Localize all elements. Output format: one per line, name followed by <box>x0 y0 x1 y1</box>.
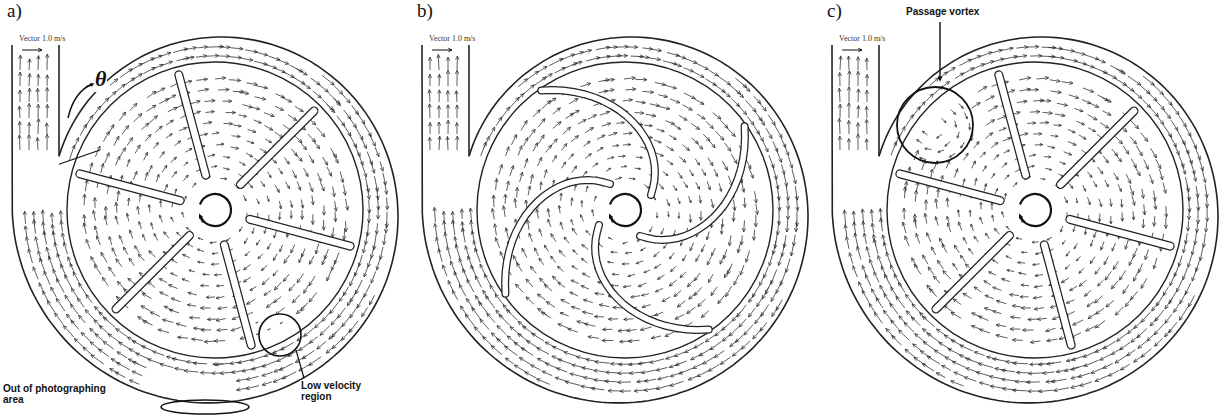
straight-blade <box>1044 245 1071 345</box>
callout-arrow <box>938 22 941 80</box>
straight-blade <box>179 75 206 175</box>
excluded-area-ellipse <box>161 400 249 414</box>
pipe-wall <box>878 45 880 156</box>
velocity-vectors <box>18 45 389 391</box>
callout-text: Out of photographing area <box>2 383 116 405</box>
straight-blade-fill <box>936 236 1010 310</box>
callout-text: Low velocity region <box>300 380 384 402</box>
straight-blade-fill <box>999 75 1026 175</box>
panel-letter: c) <box>826 0 843 22</box>
straight-blade-fill <box>224 245 251 345</box>
rotation-arrow <box>200 194 231 226</box>
rotation-arrow <box>610 194 641 226</box>
curved-blade <box>541 90 655 195</box>
straight-blade <box>999 75 1026 175</box>
curved-blade-fill <box>595 225 709 330</box>
straight-blade <box>1061 111 1135 185</box>
straight-blade-fill <box>900 174 1000 201</box>
rotation-arrow <box>1020 194 1051 226</box>
scale-label: Vector 1.0 m/s <box>838 34 886 43</box>
pump-illustration <box>410 0 820 417</box>
rotation-arrowhead <box>610 216 613 222</box>
straight-blade-fill <box>250 219 350 246</box>
straight-blade <box>241 111 315 185</box>
impeller-outline <box>67 62 363 358</box>
pipe-wall <box>58 45 60 156</box>
straight-blade <box>900 174 1000 201</box>
angle-symbol: θ <box>94 66 107 92</box>
straight-blade <box>224 245 251 345</box>
scale-arrow <box>432 48 452 51</box>
rotation-arrowhead <box>200 216 203 222</box>
impeller-outline <box>477 62 773 358</box>
pump-illustration <box>820 0 1220 417</box>
rotation-arrowhead <box>1020 216 1023 222</box>
callout-text: Passage vortex <box>905 6 980 17</box>
low-velocity-circle <box>259 314 301 356</box>
straight-blade-fill <box>80 174 180 201</box>
angle-reference-line <box>59 150 100 164</box>
straight-blade-fill <box>1044 245 1071 345</box>
volute-casing <box>422 37 808 403</box>
passage-vortex-circle <box>897 87 973 163</box>
straight-blade <box>116 236 190 310</box>
velocity-vectors <box>428 45 799 393</box>
leader-line <box>296 350 304 378</box>
straight-blade-fill <box>1070 219 1170 246</box>
curved-blade <box>595 225 709 330</box>
scale-label: Vector 1.0 m/s <box>18 34 66 43</box>
straight-blade-fill <box>179 75 206 175</box>
straight-blade-fill <box>1061 111 1135 185</box>
curved-blade-fill <box>505 180 610 294</box>
straight-blade-fill <box>116 236 190 310</box>
straight-blade <box>80 174 180 201</box>
scale-arrow <box>22 48 42 51</box>
velocity-vectors <box>838 45 1209 393</box>
angle-arrowhead <box>86 84 93 87</box>
angle-arc <box>68 84 92 118</box>
volute-casing <box>832 37 1218 403</box>
straight-blade-fill <box>241 111 315 185</box>
straight-blade <box>936 236 1010 310</box>
straight-blade <box>250 219 350 246</box>
impeller-outline <box>887 62 1183 358</box>
volute-casing <box>12 37 398 403</box>
scale-label: Vector 1.0 m/s <box>428 34 476 43</box>
pump-illustration <box>0 0 410 417</box>
curved-blade <box>505 180 610 294</box>
panel-letter: a) <box>6 0 23 22</box>
pipe-wall <box>468 45 470 156</box>
curved-blade-fill <box>541 90 655 195</box>
straight-blade <box>1070 219 1170 246</box>
panel-letter: b) <box>416 0 434 22</box>
scale-arrow <box>842 48 862 51</box>
